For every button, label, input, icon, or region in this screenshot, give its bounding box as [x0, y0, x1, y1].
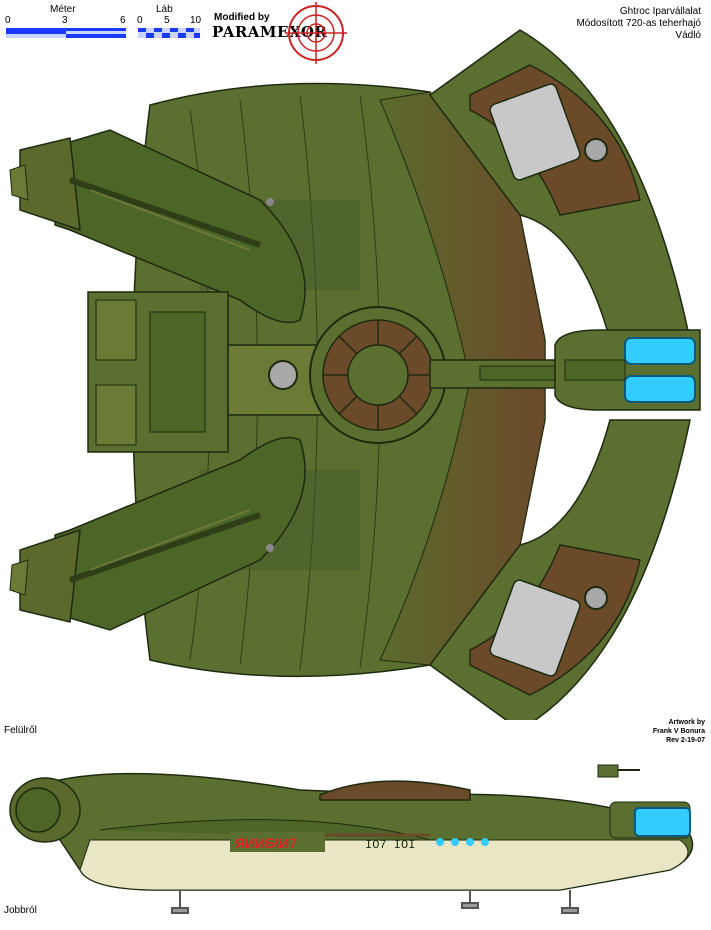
artist-credit: Artwork by Frank V Bonura Rev 2-19-07	[585, 718, 705, 745]
credit-line-3: Rev 2-19-07	[666, 737, 705, 744]
modified-by-label: Modified by	[214, 12, 270, 23]
meter-scale-label: Méter	[50, 4, 76, 15]
meter-scale-graphic	[6, 28, 126, 38]
top-view-label: Felülről	[4, 725, 37, 736]
ship-model: Módosított 720-as teherhajó	[576, 18, 701, 29]
meter-scale-bar	[6, 28, 126, 38]
credit-line-1: Artwork by	[668, 719, 705, 726]
meter-tick-3: 3	[62, 15, 68, 26]
top-view-ship	[9, 29, 701, 720]
ship-info: Ghtroc Iparvállalat Módosított 720-as te…	[501, 6, 701, 42]
crosshair-logo-icon	[285, 2, 347, 64]
foot-tick-5: 5	[164, 15, 170, 26]
foot-scale-graphic	[138, 28, 200, 38]
ship-name: Vádló	[675, 30, 701, 41]
code-marking: IO7 IOI	[365, 838, 415, 852]
foot-tick-10: 10	[190, 15, 202, 26]
manufacturer: Ghtroc Iparvállalat	[619, 6, 701, 17]
side-view-ship: ЯИИБ\И7 IO7 IOI	[0, 740, 711, 920]
foot-scale-bar	[138, 28, 200, 38]
foot-scale-label: Láb	[156, 4, 173, 15]
registry-marking: ЯИИБ\И7	[235, 835, 297, 851]
side-view-label: Jobbról	[4, 905, 37, 916]
meter-tick-6: 6	[120, 15, 126, 26]
foot-tick-0: 0	[137, 15, 143, 26]
credit-line-2: Frank V Bonura	[652, 728, 705, 735]
meter-tick-0: 0	[5, 15, 11, 26]
